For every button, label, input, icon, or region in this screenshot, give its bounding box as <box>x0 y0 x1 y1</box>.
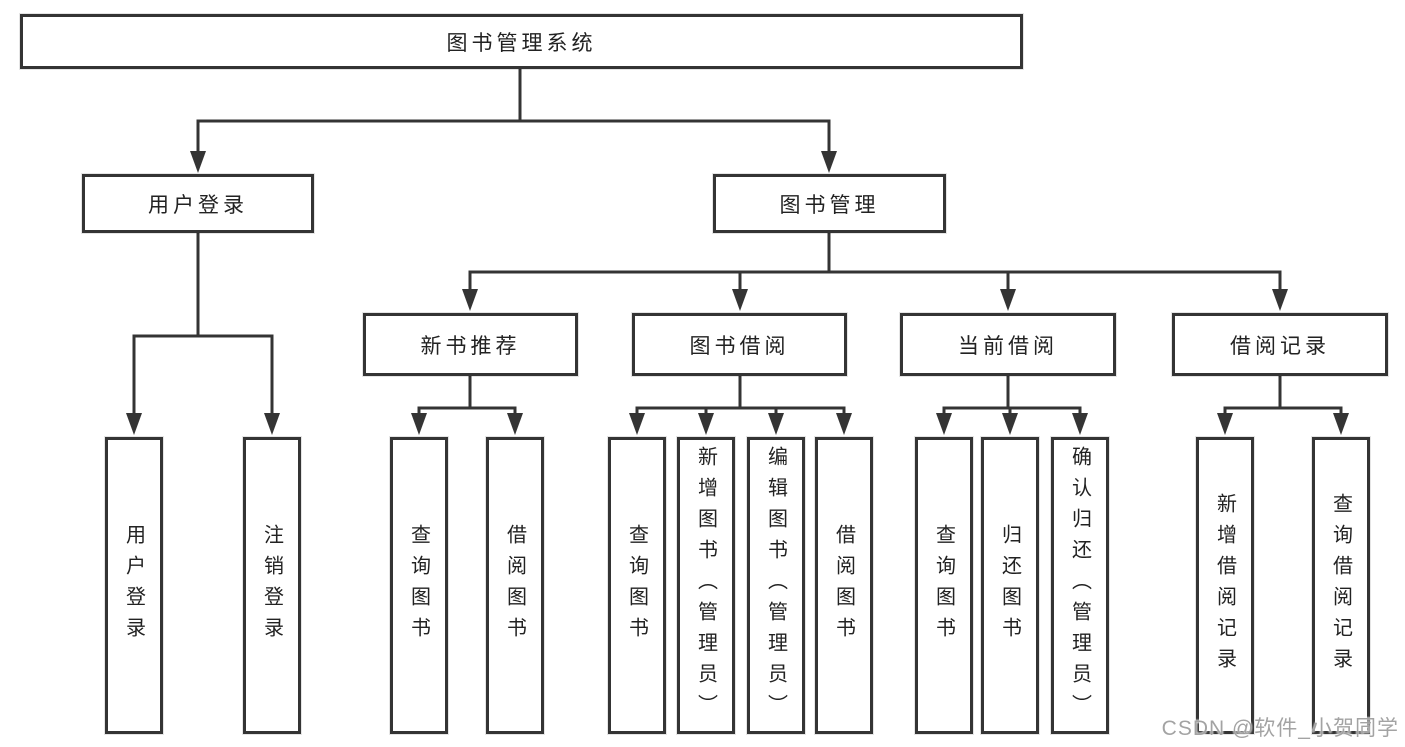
leaf-bb-add-books-admin-label: 新增图书（管理员） <box>694 446 717 725</box>
leaf-logout-label: 注销登录 <box>260 523 283 648</box>
node-current-borrow-label: 当前借阅 <box>958 334 1058 358</box>
leaf-cb-return-books: 归还图书 <box>981 437 1039 734</box>
leaf-bb-borrow-books: 借阅图书 <box>815 437 873 734</box>
node-root-label: 图书管理系统 <box>446 31 597 55</box>
leaf-cb-return-books-label: 归还图书 <box>998 523 1021 648</box>
node-book-borrow-label: 图书借阅 <box>689 334 790 358</box>
leaf-cb-query-books: 查询图书 <box>915 437 973 734</box>
node-book-management: 图书管理 <box>713 174 946 233</box>
leaf-nbr-borrow-books-label: 借阅图书 <box>503 523 526 648</box>
node-current-borrow: 当前借阅 <box>900 313 1116 376</box>
node-borrow-records: 借阅记录 <box>1172 313 1388 376</box>
leaf-cb-confirm-return-admin: 确认归还（管理员） <box>1051 437 1109 734</box>
node-borrow-records-label: 借阅记录 <box>1230 334 1330 358</box>
leaf-user-login-label: 用户登录 <box>122 523 145 648</box>
node-user-login: 用户登录 <box>82 174 314 233</box>
node-book-borrow: 图书借阅 <box>632 313 847 376</box>
leaf-bb-query-books: 查询图书 <box>608 437 666 734</box>
node-book-management-label: 图书管理 <box>779 193 880 217</box>
leaf-br-add-record-label: 新增借阅记录 <box>1213 492 1236 679</box>
leaf-br-query-record-label: 查询借阅记录 <box>1329 492 1352 679</box>
node-new-book-recommend-label: 新书推荐 <box>420 334 521 358</box>
leaf-bb-borrow-books-label: 借阅图书 <box>832 523 855 648</box>
leaf-nbr-borrow-books: 借阅图书 <box>486 437 544 734</box>
node-user-login-label: 用户登录 <box>148 193 248 217</box>
leaf-bb-edit-books-admin-label: 编辑图书（管理员） <box>764 446 787 725</box>
leaf-bb-edit-books-admin: 编辑图书（管理员） <box>747 437 805 734</box>
leaf-logout: 注销登录 <box>243 437 301 734</box>
leaf-nbr-query-books-label: 查询图书 <box>407 523 430 648</box>
leaf-br-add-record: 新增借阅记录 <box>1196 437 1254 734</box>
node-new-book-recommend: 新书推荐 <box>363 313 578 376</box>
leaf-br-query-record: 查询借阅记录 <box>1312 437 1370 734</box>
csdn-watermark: CSDN @软件_小贺同学 <box>1161 717 1399 740</box>
leaf-bb-query-books-label: 查询图书 <box>625 523 648 648</box>
node-root: 图书管理系统 <box>20 14 1023 69</box>
leaf-bb-add-books-admin: 新增图书（管理员） <box>677 437 735 734</box>
leaf-cb-confirm-return-admin-label: 确认归还（管理员） <box>1068 446 1091 725</box>
leaf-user-login: 用户登录 <box>105 437 163 734</box>
leaf-cb-query-books-label: 查询图书 <box>932 523 955 648</box>
leaf-nbr-query-books: 查询图书 <box>390 437 448 734</box>
